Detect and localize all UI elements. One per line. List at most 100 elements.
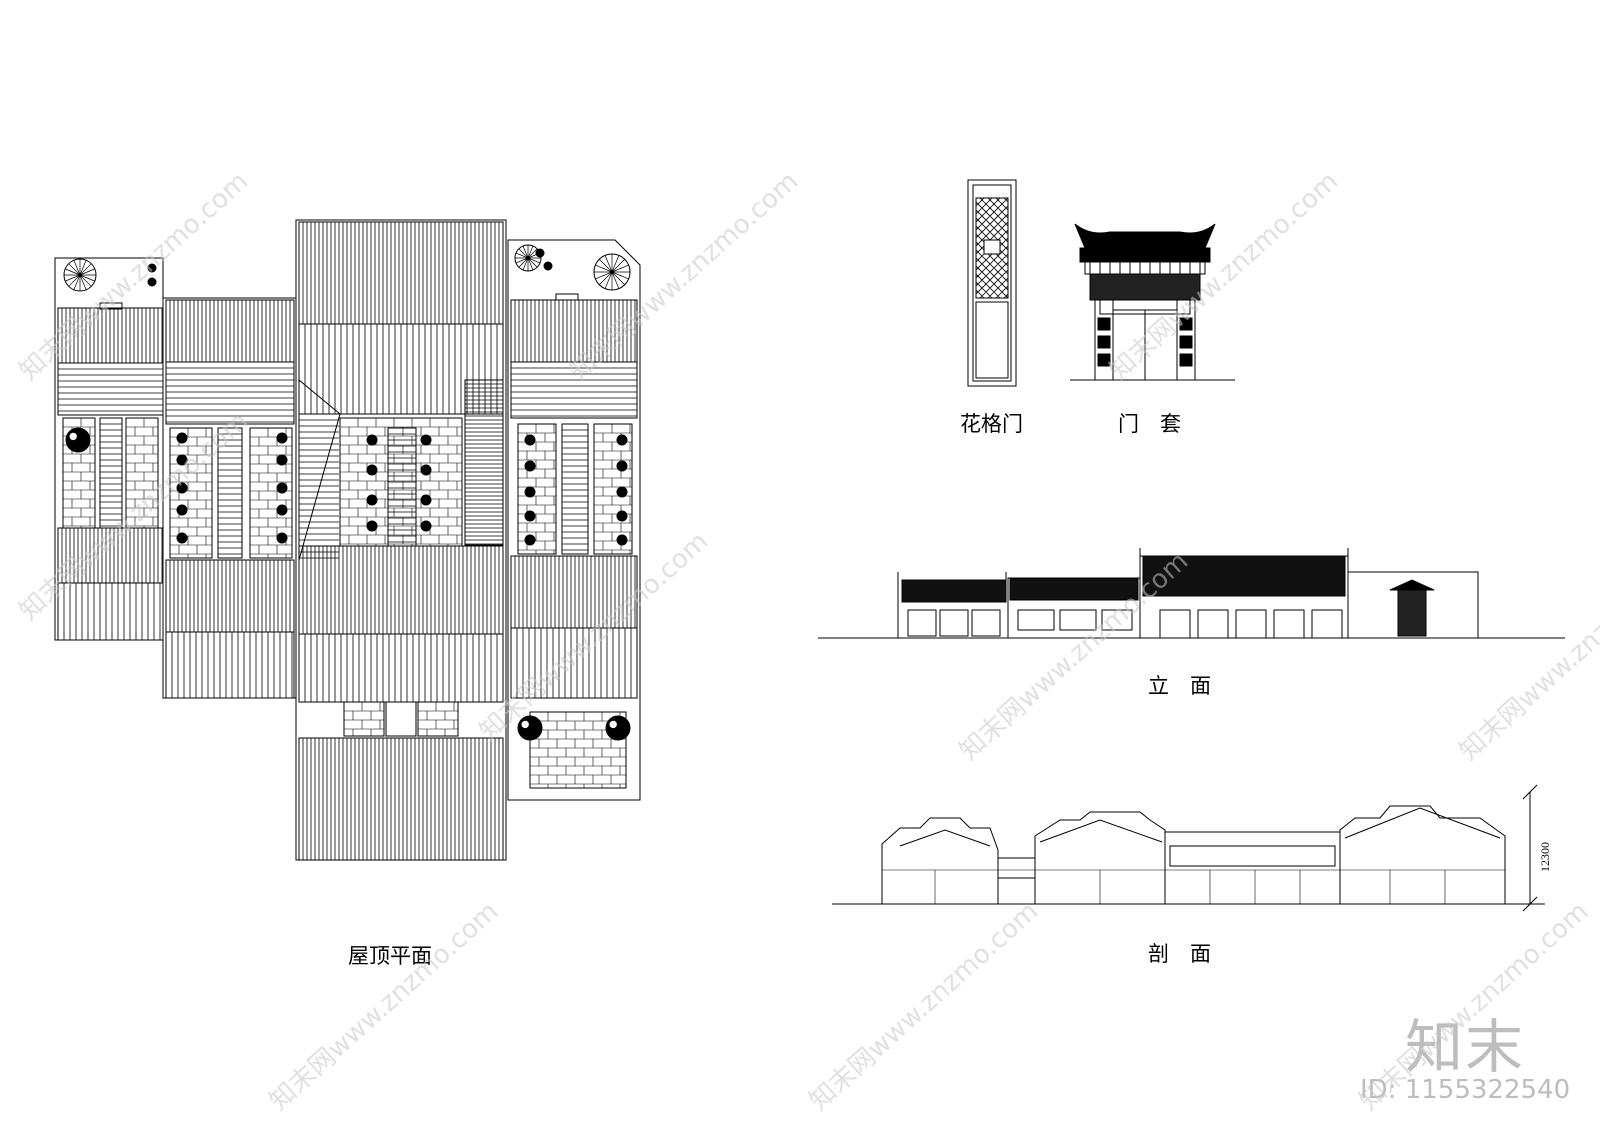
section-railing [1169,845,1336,867]
roof-tile-lines [169,300,291,362]
plant-dot [420,434,432,446]
plant-dot [276,504,288,516]
lattice-pattern [976,198,1008,298]
roof-tile-lines [465,383,503,545]
roof-section [298,545,504,635]
plant-dot [616,534,628,546]
roof-tile-lines [63,583,161,640]
elevation-drawing [818,548,1565,639]
building-outline [507,239,641,801]
skylight [99,302,123,310]
plant-dot [176,432,188,444]
skylight [555,293,579,301]
elevation-window-frame [1101,609,1133,631]
roof-truss [1039,819,1163,843]
courtyard-paving [517,423,557,555]
elevation-window-frame [1059,609,1097,631]
pillar-ornament [1179,317,1193,331]
shrub-highlight [608,719,618,730]
plant-dot [524,486,536,498]
elevation-window [971,609,1001,637]
plant-dot [276,532,288,544]
roof-tile-lines [514,556,636,628]
door-lower-panel [975,301,1009,379]
pillar-ornament [1097,317,1111,331]
plant-dot [366,520,378,532]
section-gable [1034,811,1166,904]
height-dimension-label: 12300 [1538,842,1552,872]
roof-section [298,737,504,861]
tree-branches [594,254,630,290]
roof-tile-lines [514,300,636,362]
elevation-gate [1397,589,1427,637]
roof-tile-lines [562,429,588,551]
elevation-roof [1142,555,1346,597]
plant-dot [616,510,628,522]
shrub-symbol [65,427,91,453]
roof-section [165,361,295,425]
roof-section [165,631,295,699]
building-outline [162,297,297,699]
roof-tile-lines [61,308,163,363]
roof-tile-lines [166,367,294,423]
corridor [217,427,243,559]
roof-tile-lines [100,423,122,527]
elevation-window [1235,609,1267,639]
gate-roof [1074,223,1216,249]
section-gable [881,817,999,904]
door-frame-inner [972,184,1012,382]
plant-dot [276,432,288,444]
corridor [561,423,589,555]
roof-tile-lines [304,634,498,702]
brand-logo: 知末 [1405,1013,1526,1081]
plant-dot [176,532,188,544]
plant-dot [420,494,432,506]
tree-branches [515,245,541,271]
door-frame-caption: 门 套 [1118,412,1181,436]
plant-dot [276,454,288,466]
section-caption: 剖 面 [1148,942,1211,966]
roof-tile-lines [302,222,500,324]
roof-section [510,361,638,419]
plant-dot [616,486,628,498]
plant-dot [176,454,188,466]
plant-dot [524,460,536,472]
roof-section [298,221,504,325]
plant-dot [543,261,553,271]
elevation-roof [901,579,1007,603]
elevation-window [1273,609,1305,639]
gable-wall [897,572,1007,580]
shrub-highlight [68,431,78,442]
shrub-symbol [605,715,631,741]
door-frame-drawing [1070,223,1235,381]
elevation-window-frame [1017,609,1055,631]
corridor [385,701,417,737]
gate-bracket [1084,261,1206,275]
plant-dot [420,520,432,532]
lattice-door-caption: 花格门 [960,412,1023,436]
plant-dot [366,434,378,446]
roof-tile-lines [169,560,291,632]
elevation-window [1197,609,1229,639]
plant-dot [176,504,188,516]
roof-truss [1344,807,1501,839]
plant-dot [524,434,536,446]
paving-pattern [517,423,556,554]
roof-truss [899,829,991,847]
section-railing [997,857,1036,879]
paving-pattern [343,701,384,736]
lattice-center-panel [983,239,1001,255]
elevation-window [1311,609,1343,639]
roof-tile-lines [58,368,163,412]
roof-section [57,362,164,416]
plant-dot [524,534,536,546]
roof-section [464,379,504,546]
plant-dot [366,494,378,506]
plant-dot [616,434,628,446]
roof-tile-lines [218,433,242,555]
roof-tile-lines [61,528,163,583]
tree-branches [64,259,96,291]
lattice-door-drawing [967,179,1017,387]
courtyard-paving [417,701,459,737]
